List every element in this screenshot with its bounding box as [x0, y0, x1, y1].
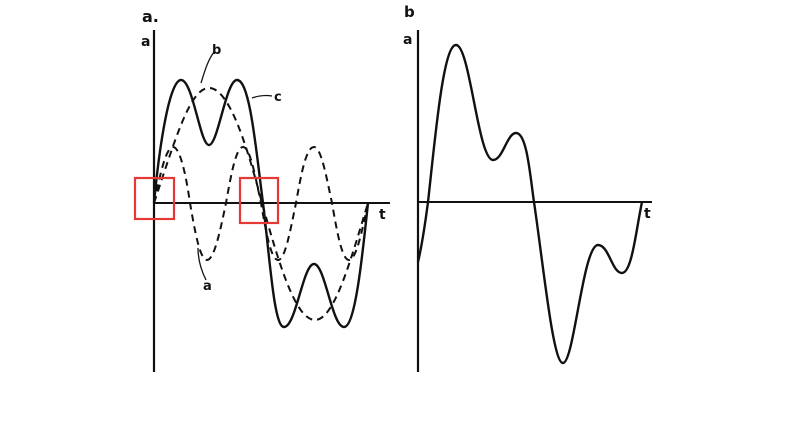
curve-b-label: b	[212, 43, 221, 58]
panel-b-label: b	[404, 3, 415, 21]
panel-b-x-label: t	[644, 206, 651, 222]
curve-a-label: a	[203, 279, 212, 294]
curve-c-leader	[251, 94, 273, 99]
panel-a-y-label: a	[141, 34, 150, 50]
panel-b: b a t	[403, 3, 652, 372]
curve-a-leader	[197, 247, 207, 281]
curve-a	[153, 145, 369, 262]
curve-c	[152, 78, 370, 329]
highlight-box-origin	[133, 176, 176, 221]
curve-c-label: c	[274, 90, 282, 105]
composite-waveform	[416, 43, 644, 365]
panel-b-y-label: a	[403, 32, 412, 48]
curve-b-leader	[200, 51, 215, 84]
panel-a-label: a.	[142, 7, 159, 26]
panel-a-x-label: t	[379, 207, 386, 223]
highlight-box-midpoint	[238, 176, 280, 225]
panel-a: a. a t b c a	[133, 7, 390, 372]
